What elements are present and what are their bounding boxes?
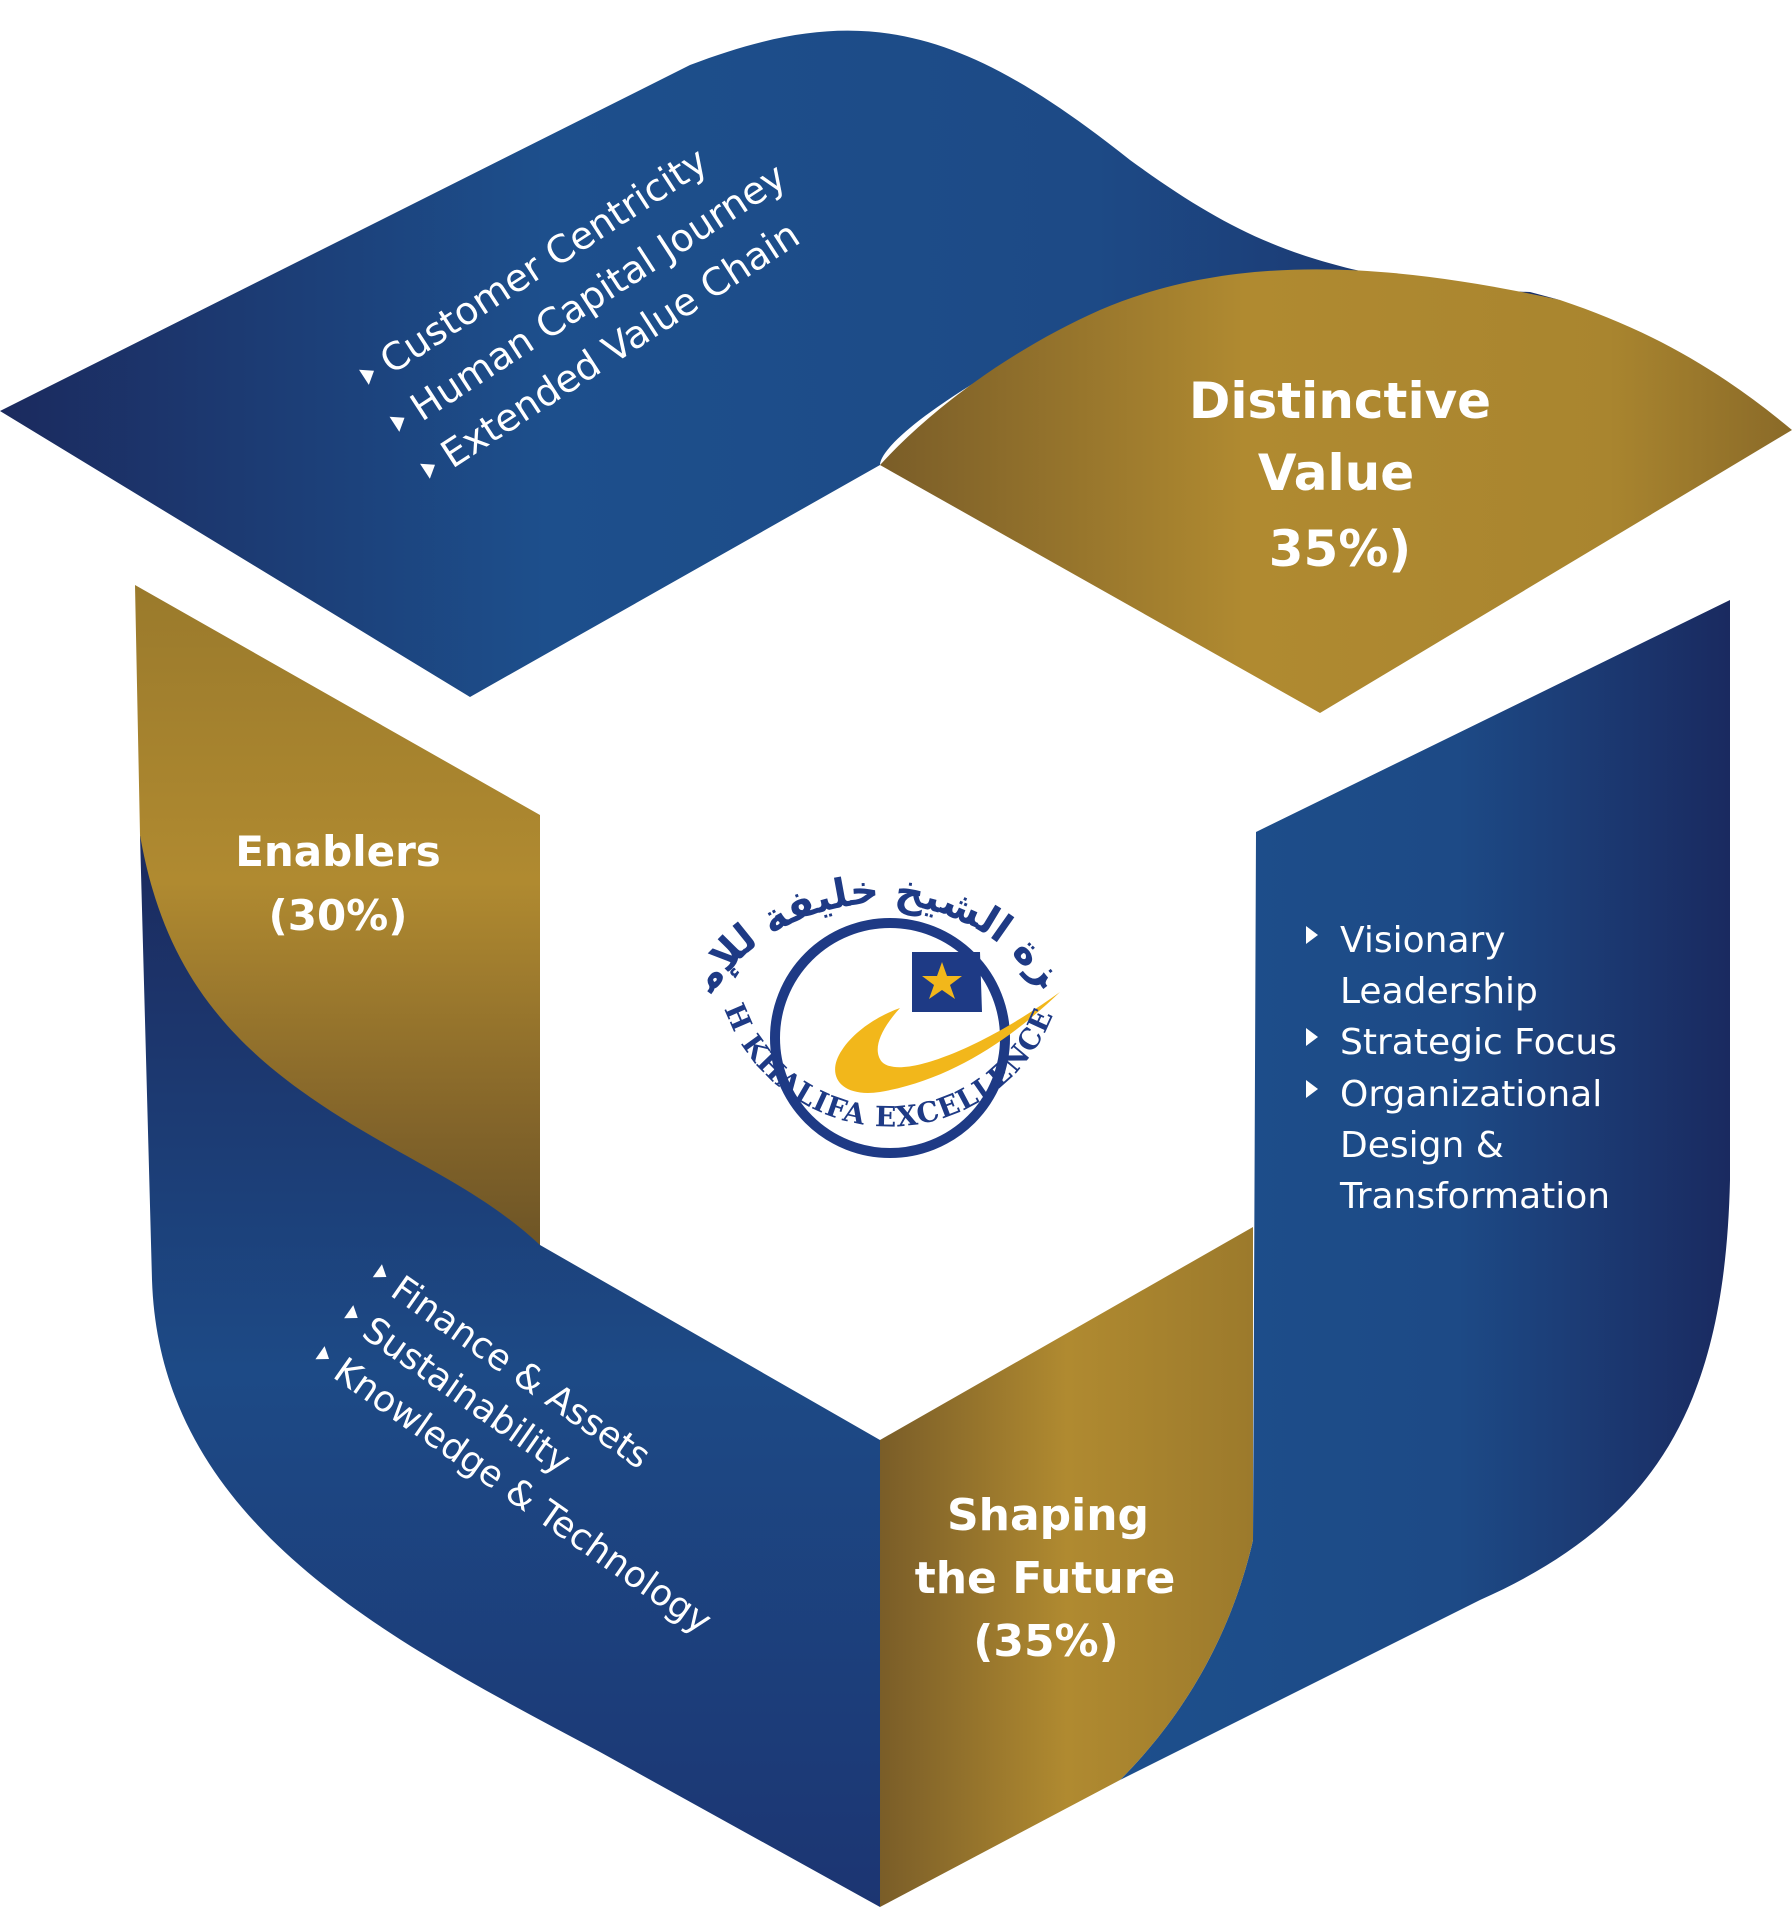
distinctive-value-title-line-1: Distinctive <box>1189 372 1491 430</box>
bullet-icon <box>389 416 405 432</box>
top-blue-band <box>0 30 1560 698</box>
logo-swoosh-icon <box>835 992 1060 1093</box>
shaping-future-items: Visionary Leadership Strategic Focus Org… <box>1306 920 1617 1217</box>
bullet-icon <box>372 1264 387 1278</box>
shaping-future-title-line-2: the Future <box>915 1553 1176 1604</box>
distinctive-value-title: Distinctive Value 35%) <box>1189 372 1491 578</box>
bullet-icon <box>359 369 375 385</box>
bullet-icon <box>1306 1080 1318 1098</box>
distinctive-value-weight: 35%) <box>1269 520 1412 578</box>
enablers-title-line-1: Enablers <box>235 827 441 876</box>
bullet-icon <box>1306 926 1318 944</box>
enablers-title: Enablers (30%) <box>235 827 441 940</box>
distinctive-value-title-line-2: Value <box>1258 444 1414 502</box>
enablers-weight: (30%) <box>269 891 408 940</box>
shaping-future-title: Shaping the Future (35%) <box>915 1490 1176 1667</box>
shaping-future-weight: (35%) <box>973 1616 1119 1667</box>
ribbon-shapes <box>0 30 1792 1907</box>
left-gold-band <box>135 585 540 1245</box>
star-icon <box>922 962 962 999</box>
item-strategic-focus: Strategic Focus <box>1340 1022 1617 1063</box>
bottom-gold-band <box>880 1227 1253 1907</box>
item-organizational: Organizational <box>1340 1074 1602 1115</box>
bullet-icon <box>344 1305 358 1319</box>
bullet-icon <box>1306 1028 1318 1046</box>
shaping-future-title-line-1: Shaping <box>947 1490 1149 1541</box>
item-leadership: Leadership <box>1340 971 1538 1012</box>
top-gold-band <box>880 269 1792 713</box>
right-blue-band <box>1120 600 1730 1780</box>
item-design: Design & <box>1340 1125 1504 1166</box>
item-transformation: Transformation <box>1339 1176 1610 1217</box>
item-visionary: Visionary <box>1340 920 1506 961</box>
bullet-icon <box>315 1346 330 1360</box>
bullet-icon <box>420 463 436 479</box>
